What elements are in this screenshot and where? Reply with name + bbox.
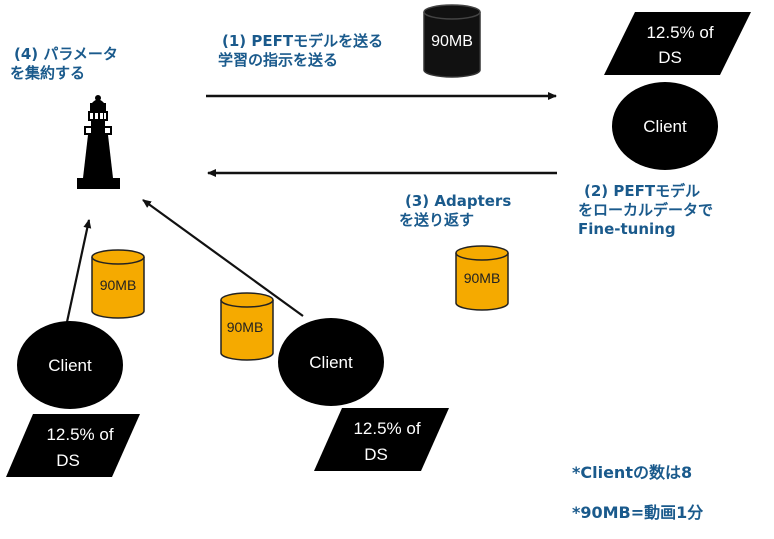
- lighthouse-server-icon: [77, 95, 120, 189]
- adapter-cylinder-middle: 90MB: [220, 292, 274, 361]
- peft-model-cylinder: 90MB: [423, 4, 481, 78]
- step2-label: (2) PEFTモデル をローカルデータで Fine-tuning: [578, 182, 714, 238]
- peft-model-size: 90MB: [431, 33, 473, 50]
- svg-text:12.5% of: 12.5% of: [353, 419, 420, 438]
- svg-text:DS: DS: [658, 48, 682, 67]
- data-share-bottom-middle: 12.5% of DS: [314, 408, 449, 471]
- note-size-equivalence: *90MB=動画1分: [572, 503, 704, 522]
- svg-text:Client: Client: [643, 117, 687, 136]
- svg-text:DS: DS: [56, 451, 80, 470]
- client-node-top-right: Client: [612, 82, 718, 170]
- svg-text:90MB: 90MB: [100, 277, 137, 293]
- svg-text:Client: Client: [48, 356, 92, 375]
- step3-label: (3) Adapters を送り返す: [399, 192, 512, 229]
- note-client-count: *Clientの数は8: [572, 463, 693, 482]
- svg-text:Client: Client: [309, 353, 353, 372]
- svg-text:90MB: 90MB: [227, 319, 264, 335]
- client-node-bottom-middle: Client: [278, 318, 384, 406]
- step1-label: (1) PEFTモデルを送る 学習の指示を送る: [218, 32, 384, 69]
- arrow-left-client-to-server: [65, 219, 92, 323]
- client-node-bottom-left: Client: [17, 321, 123, 409]
- svg-text:12.5% of: 12.5% of: [646, 23, 713, 42]
- data-share-bottom-left: 12.5% of DS: [6, 414, 140, 477]
- step4-label: (4) パラメータ を集約する: [10, 45, 118, 82]
- svg-text:DS: DS: [364, 445, 388, 464]
- arrow-middle-client-to-server: [142, 199, 304, 317]
- adapter-cylinder-right: 90MB: [455, 245, 509, 311]
- adapter-cylinder-left: 90MB: [91, 249, 145, 319]
- data-share-top-right: 12.5% of DS: [604, 12, 751, 75]
- svg-text:12.5% of: 12.5% of: [46, 425, 113, 444]
- svg-text:90MB: 90MB: [464, 270, 501, 286]
